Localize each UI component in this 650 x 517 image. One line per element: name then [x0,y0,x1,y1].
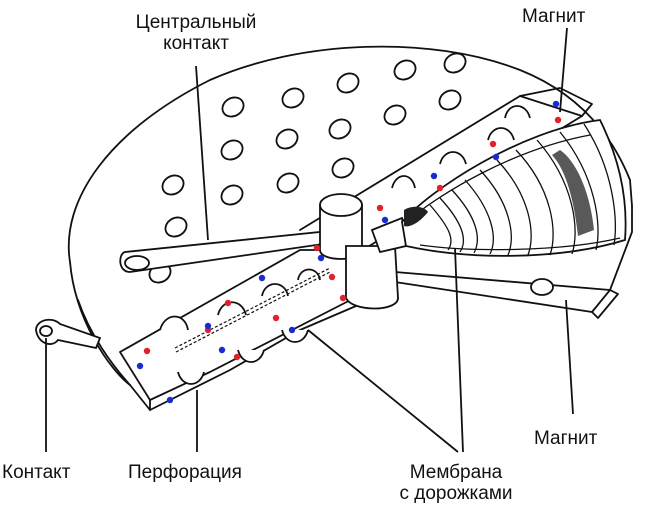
leader-lines [45,27,574,453]
section-bottom-edge [129,299,371,411]
membrane-cone [401,119,627,257]
central-contact-label-line2: контакт [163,33,229,54]
perforation-holes [148,52,554,296]
contact-label: Контакт [2,462,71,483]
central-contact-label: Центральный контакт [108,12,284,54]
disk-outer-rim [69,261,131,386]
disk-rim-lower [77,299,131,386]
magnet-top-label: Магнит [522,6,586,27]
membrane-label-line2: с дорожками [399,483,513,504]
central-contact-lever [119,231,332,273]
central-contact-label-line1: Центральный [135,12,257,33]
magnet-right-label: Магнит [534,428,598,449]
disk-top-outline [67,45,633,263]
perforation-label: Перфорация [128,462,242,483]
lower-magnet-top [394,205,633,291]
contact-lug [35,318,102,350]
center-block [345,245,399,310]
section-ridges [159,105,531,385]
membrane-label-line1: Мембрана [409,462,503,483]
lower-magnet-front [394,271,611,313]
central-contact-hole [124,255,150,271]
membrane-label: Мембрана с дорожками [376,462,536,504]
magnet-dots [136,100,562,404]
